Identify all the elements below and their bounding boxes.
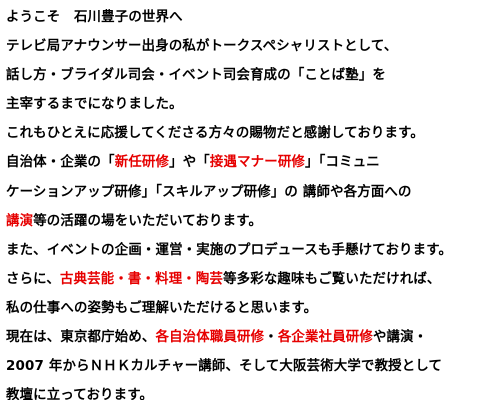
text-line: これもひとえに応援してくださる方々の賜物だと感謝しております。 [6, 119, 500, 148]
text-segment: 」や「 [169, 155, 210, 171]
text-line: また、イベントの企画・運営・実施のプロデュースも手懸けております。 [6, 236, 500, 265]
highlighted-term: 講演 [6, 213, 34, 229]
text-segment: 主宰するまでになりました。 [6, 97, 183, 113]
text-segment: や講演・ [372, 330, 428, 346]
highlighted-term: 各企業社員研修 [277, 330, 373, 346]
text-line: 2007 年からＮＨＫカルチャー講師、そして大阪芸術大学で教授として [6, 352, 500, 381]
text-segment: 教壇に立っております。 [6, 388, 154, 400]
text-line: 話し方・ブライダル司会・イベント司会育成の「ことば塾」を [6, 61, 500, 90]
text-segment: 私の仕事への姿勢もご理解いただけると思います。 [6, 300, 318, 316]
text-segment: また、イベントの企画・運営・実施のプロデュースも手懸けております。 [6, 242, 453, 258]
text-segment: テレビ局アナウンサー出身の私がトークスペシャリストとして、 [6, 39, 398, 55]
text-segment: さらに、 [6, 271, 60, 287]
text-segment: 」「コミュニ [305, 155, 380, 171]
text-line: ケーションアップ研修」「スキルアップ研修」の 講師や各方面への [6, 178, 500, 207]
text-segment: 等多彩な趣味もご覧いただければ、 [223, 271, 441, 287]
highlighted-term: 古典芸能・書・料理・陶芸 [59, 271, 224, 287]
text-segment: 自治体・企業の「 [6, 155, 115, 171]
text-line: さらに、古典芸能・書・料理・陶芸等多彩な趣味もご覧いただければ、 [6, 265, 500, 294]
text-segment: 現在は、東京都庁始め、 [6, 330, 156, 346]
text-line: 私の仕事への姿勢もご理解いただけると思います。 [6, 294, 500, 323]
text-segment: ・ [264, 330, 278, 346]
text-line: 主宰するまでになりました。 [6, 90, 500, 119]
text-segment: これもひとえに応援してくださる方々の賜物だと感謝しております。 [6, 126, 424, 142]
text-line: 現在は、東京都庁始め、各自治体職員研修・各企業社員研修や講演・ [6, 323, 500, 352]
text-segment: ようこそ 石川豊子の世界へ [6, 10, 183, 25]
text-line: テレビ局アナウンサー出身の私がトークスペシャリストとして、 [6, 32, 500, 61]
highlighted-term: 新任研修 [114, 155, 170, 171]
highlighted-term: 接遇マナー研修 [209, 155, 306, 171]
text-segment: 等の活躍の場をいただいております。 [33, 213, 263, 229]
highlighted-term: 各自治体職員研修 [155, 330, 265, 346]
text-segment: 話し方・ブライダル司会・イベント司会育成の「ことば塾」を [6, 68, 386, 84]
text-line: 講演等の活躍の場をいただいております。 [6, 207, 500, 236]
text-segment: 2007 年からＮＨＫカルチャー講師、そして大阪芸術大学で教授として [6, 359, 443, 375]
text-line: 教壇に立っております。 [6, 381, 500, 400]
text-segment: ケーションアップ研修」「スキルアップ研修」の 講師や各方面への [6, 184, 412, 200]
text-line: ようこそ 石川豊子の世界へ [6, 3, 500, 32]
text-line: 自治体・企業の「新任研修」や「接遇マナー研修」「コミュニ [6, 148, 500, 177]
